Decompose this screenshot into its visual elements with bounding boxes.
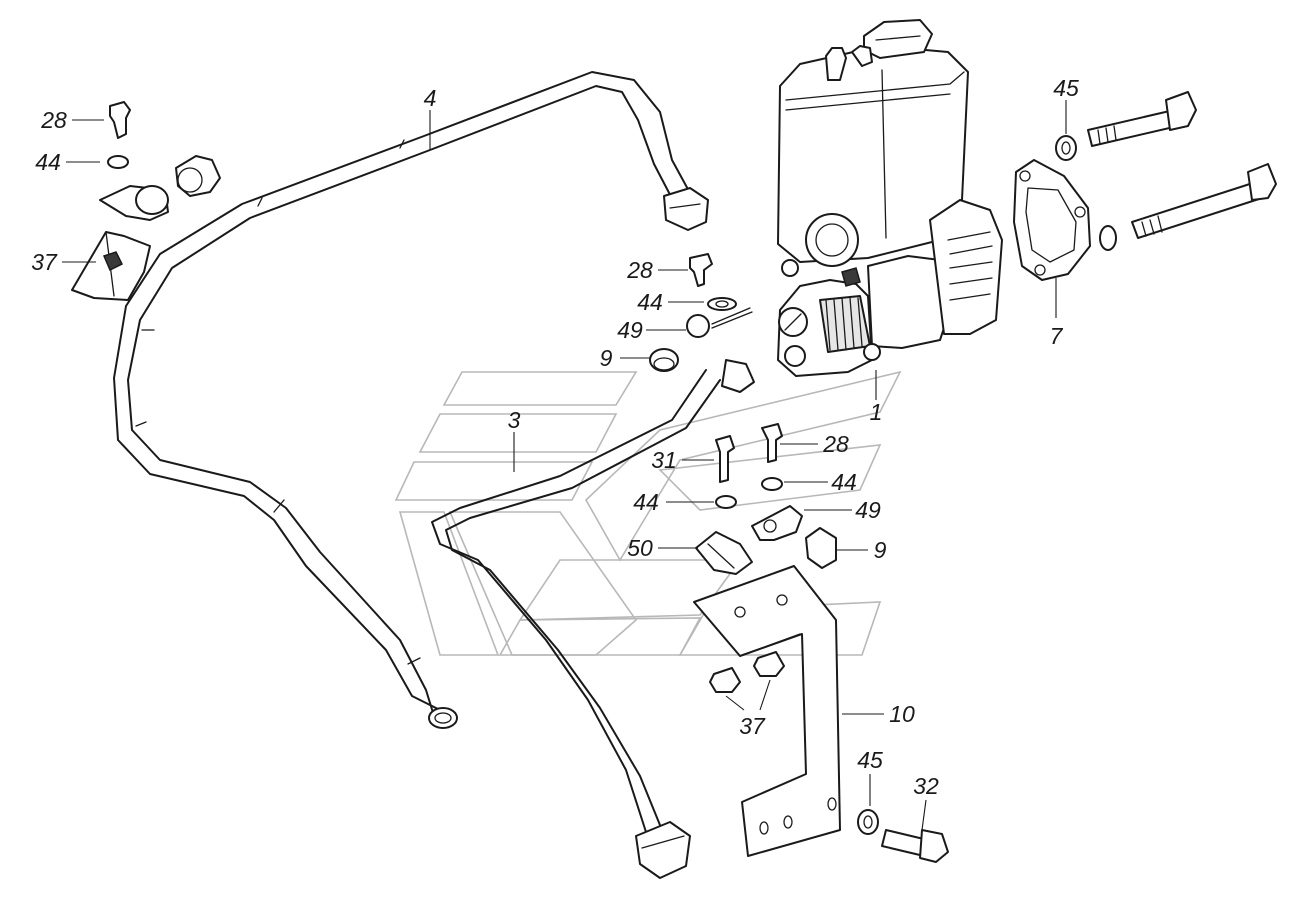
small-parts-middle <box>649 253 753 372</box>
callout-49-mid: 49 <box>617 317 643 343</box>
callout-3: 3 <box>508 407 521 433</box>
callout-44-mid: 44 <box>637 289 663 315</box>
tube-3 <box>431 359 755 879</box>
callout-31: 31 <box>651 447 677 473</box>
callout-45-top: 45 <box>1053 75 1079 101</box>
leader-lines <box>62 100 1067 831</box>
hose-4 <box>113 71 709 729</box>
pump-1 <box>777 19 1003 377</box>
callout-28-mid: 28 <box>626 257 653 283</box>
callout-45-bottom: 45 <box>857 747 883 773</box>
watermark-logo <box>394 370 902 656</box>
callout-9-right: 9 <box>874 537 887 563</box>
callout-1: 1 <box>870 399 883 425</box>
callout-44-top: 44 <box>35 149 61 175</box>
callout-10: 10 <box>889 701 915 727</box>
callout-4: 4 <box>424 85 437 111</box>
callout-9-mid: 9 <box>600 345 613 371</box>
bolts-upper-right <box>1055 91 1277 251</box>
gasket-7 <box>1013 159 1091 281</box>
bracket-10 <box>693 423 949 863</box>
callout-28-top: 28 <box>40 107 67 133</box>
callout-50: 50 <box>627 535 653 561</box>
callout-44-right-low: 44 <box>831 469 857 495</box>
callout-labels: 4 28 44 37 45 7 28 44 49 9 1 3 31 28 44 … <box>31 75 1079 799</box>
callout-44-left-low: 44 <box>633 489 659 515</box>
callout-37-bottom: 37 <box>739 713 766 739</box>
bracket-upper-left <box>71 101 221 301</box>
callout-32: 32 <box>913 773 939 799</box>
callout-49-right: 49 <box>855 497 881 523</box>
callout-28-right: 28 <box>822 431 849 457</box>
callout-37-left: 37 <box>31 249 58 275</box>
callout-7: 7 <box>1050 323 1064 349</box>
